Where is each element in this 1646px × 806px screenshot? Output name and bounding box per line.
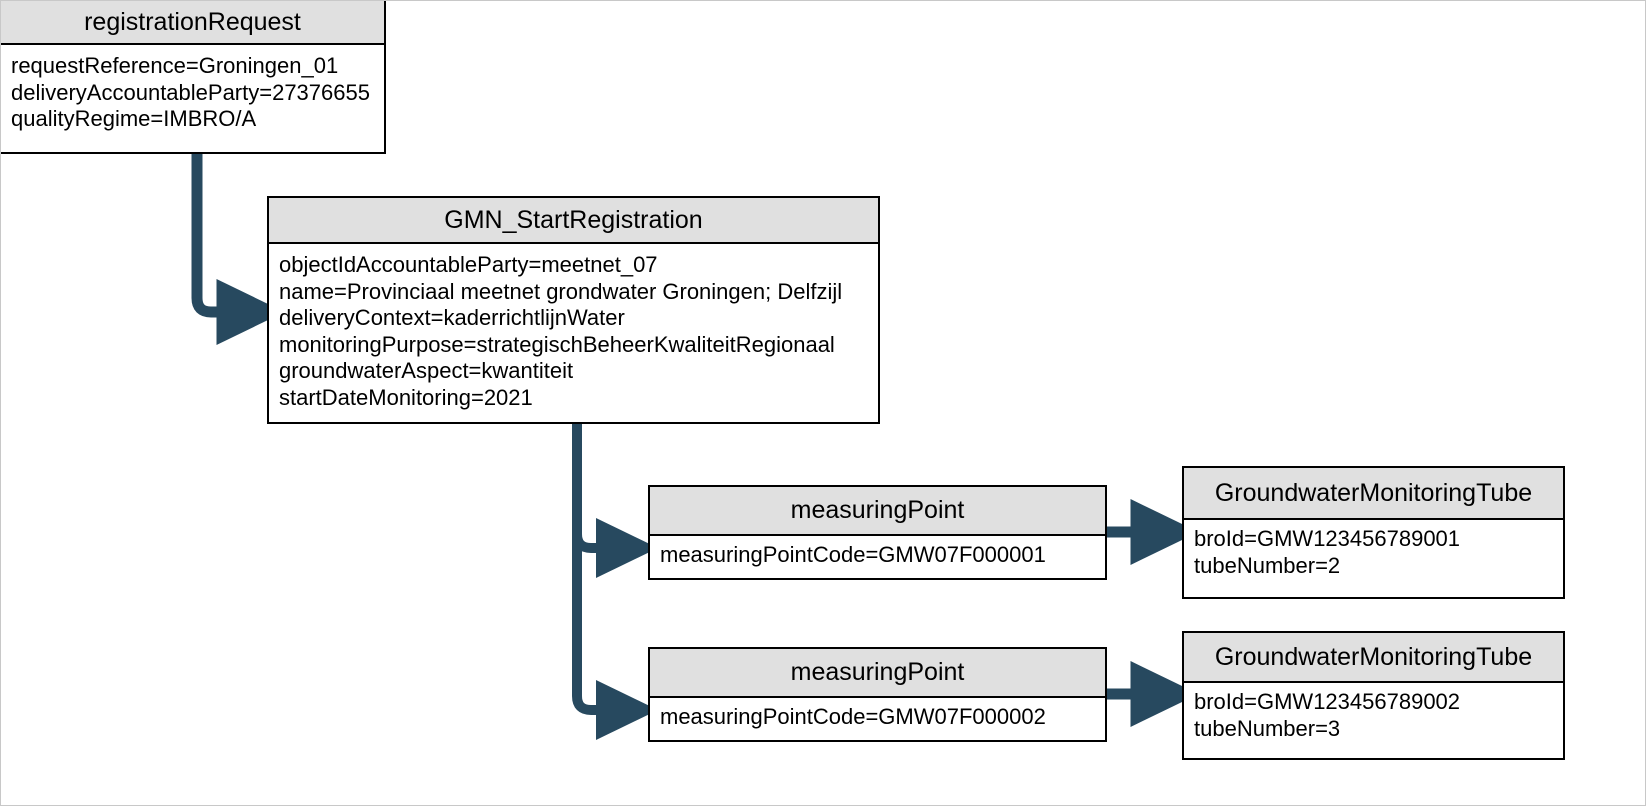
object-box-title: GroundwaterMonitoringTube	[1184, 633, 1563, 683]
object-box-gmn-start-registration[interactable]: GMN_StartRegistration objectIdAccountabl…	[267, 196, 880, 424]
object-box-attributes: measuringPointCode=GMW07F000002	[650, 698, 1105, 740]
attribute-groundwater-aspect: groundwaterAspect=kwantiteit	[279, 358, 574, 384]
attribute-name: name=Provinciaal meetnet grondwater Gron…	[279, 278, 843, 304]
attribute-monitoring-purpose: monitoringPurpose=strategischBeheerKwali…	[279, 331, 835, 357]
connector-registration-request-to-gmn	[191, 153, 285, 345]
object-box-groundwater-monitoring-tube-1[interactable]: GroundwaterMonitoringTube broId=GMW12345…	[1182, 466, 1565, 599]
attribute-delivery-accountable-party: deliveryAccountableParty=27376655	[11, 79, 370, 105]
object-box-measuring-point-2[interactable]: measuringPoint measuringPointCode=GMW07F…	[648, 647, 1107, 742]
object-box-measuring-point-1[interactable]: measuringPoint measuringPointCode=GMW07F…	[648, 485, 1107, 580]
object-box-attributes: broId=GMW123456789001 tubeNumber=2	[1184, 520, 1563, 597]
object-box-attributes: objectIdAccountableParty=meetnet_07 name…	[269, 244, 878, 422]
object-box-attributes: broId=GMW123456789002 tubeNumber=3	[1184, 683, 1563, 758]
attribute-start-date-monitoring: startDateMonitoring=2021	[279, 384, 533, 410]
attribute-tube-number: tubeNumber=2	[1194, 552, 1341, 578]
object-box-attributes: requestReference=Groningen_01 deliveryAc…	[1, 45, 384, 152]
object-box-title: GroundwaterMonitoringTube	[1184, 468, 1563, 520]
attribute-tube-number: tubeNumber=3	[1194, 715, 1341, 741]
attribute-object-id-accountable-party: objectIdAccountableParty=meetnet_07	[279, 252, 658, 277]
attribute-quality-regime: qualityRegime=IMBRO/A	[11, 106, 257, 132]
attribute-measuring-point-code: measuringPointCode=GMW07F000002	[660, 704, 1046, 729]
object-box-title: registrationRequest	[1, 1, 384, 45]
attribute-bro-id: broId=GMW123456789002	[1194, 689, 1461, 714]
connector-gmn-to-measuring-point-2	[572, 424, 658, 740]
object-box-title: measuringPoint	[650, 487, 1105, 536]
attribute-request-reference: requestReference=Groningen_01	[11, 53, 339, 78]
object-box-title: measuringPoint	[650, 649, 1105, 698]
object-box-registration-request[interactable]: registrationRequest requestReference=Gro…	[1, 1, 386, 154]
object-box-attributes: measuringPointCode=GMW07F000001	[650, 536, 1105, 578]
attribute-bro-id: broId=GMW123456789001	[1194, 526, 1461, 551]
object-box-groundwater-monitoring-tube-2[interactable]: GroundwaterMonitoringTube broId=GMW12345…	[1182, 631, 1565, 760]
attribute-measuring-point-code: measuringPointCode=GMW07F000001	[660, 542, 1046, 567]
connector-gmn-to-measuring-point-1	[572, 424, 658, 578]
object-box-title: GMN_StartRegistration	[269, 198, 878, 244]
attribute-delivery-context: deliveryContext=kaderrichtlijnWater	[279, 305, 625, 331]
